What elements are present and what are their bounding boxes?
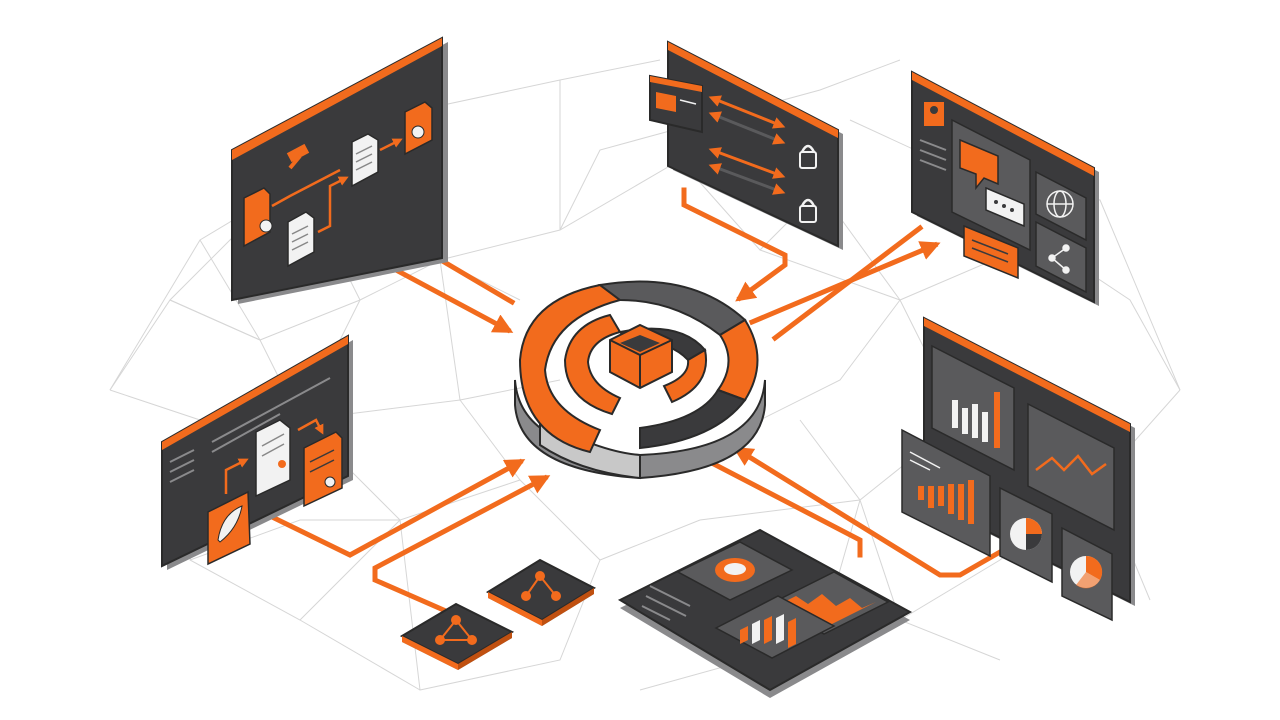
panel-secure-transfer[interactable]	[649, 40, 843, 250]
panel-analytics-dashboard[interactable]	[901, 316, 1135, 622]
connector-tablet-to-hub	[706, 458, 863, 558]
pie-chart-icon	[1010, 518, 1042, 550]
certificate-icon	[404, 101, 433, 156]
chat-bubble-icon	[715, 558, 755, 582]
user-icon	[924, 102, 944, 126]
lock-icon	[799, 144, 817, 169]
network-tile[interactable]	[399, 602, 515, 670]
bar-chart-icon	[952, 392, 1000, 448]
connector-dashboard-to-hub	[732, 446, 1004, 578]
connector-secure-to-hub	[681, 187, 788, 302]
document-icon	[287, 211, 315, 268]
chat-bubble-icon	[985, 186, 1025, 228]
share-tile[interactable]	[485, 558, 597, 626]
line-chart-icon	[1035, 454, 1107, 476]
lock-icon	[799, 198, 817, 223]
document-icon	[255, 419, 291, 498]
document-icon	[351, 133, 379, 188]
connector-hub-to-comm-2	[771, 224, 924, 342]
panel-analytics-tablet[interactable]	[617, 528, 913, 698]
network-icon	[435, 615, 477, 645]
gavel-icon	[286, 143, 310, 170]
share-icon	[1048, 244, 1070, 274]
area-chart-icon	[780, 594, 876, 628]
quill-pen-icon	[207, 490, 251, 566]
connector-tiles-to-hub	[372, 474, 551, 619]
chat-bubble-icon	[959, 138, 999, 191]
bar-chart-icon	[740, 614, 796, 648]
certificate-icon	[303, 431, 343, 508]
chat-bubble-icon	[963, 224, 1019, 280]
panel-legal-workflow[interactable]	[231, 36, 448, 304]
bar-chart-icon	[918, 480, 974, 524]
id-card-icon	[649, 74, 703, 134]
bidirectional-arrow-icon	[708, 95, 786, 195]
connector-signing-to-hub	[264, 458, 526, 558]
connector-lines	[264, 187, 1004, 619]
panel-document-signing[interactable]	[161, 334, 353, 570]
verified-document-icon	[243, 187, 273, 248]
hub-node	[514, 280, 766, 480]
pie-chart-icon	[1070, 555, 1103, 589]
panel-communication[interactable]	[911, 70, 1099, 306]
globe-icon	[1046, 190, 1074, 218]
concentric-segmented-hub-icon	[514, 280, 766, 480]
share-icon	[521, 571, 561, 601]
